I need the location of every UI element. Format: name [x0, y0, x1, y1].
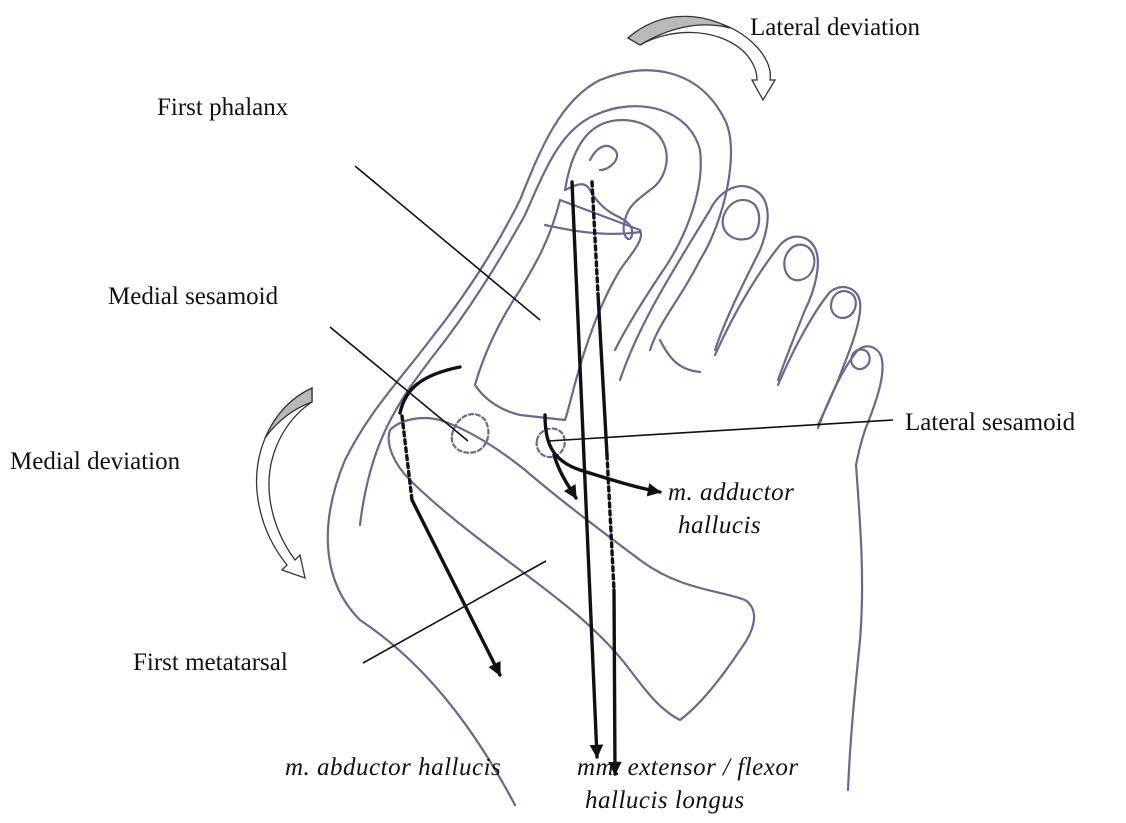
- label-adductor-line2: hallucis: [678, 513, 794, 538]
- leader-lateral-sesamoid: [548, 420, 893, 441]
- label-medial-sesamoid: Medial sesamoid: [108, 284, 278, 309]
- leader-first-phalanx: [355, 166, 540, 320]
- label-extensor-flexor: mm. extensor / flexor hallucis longus: [577, 755, 799, 813]
- label-lateral-deviation: Lateral deviation: [750, 15, 920, 40]
- toe-3: [715, 237, 818, 380]
- label-abductor-hallucis: m. abductor hallucis: [285, 755, 501, 780]
- label-first-phalanx: First phalanx: [157, 95, 288, 120]
- leader-first-metatarsal: [363, 561, 546, 663]
- label-medial-deviation: Medial deviation: [10, 449, 180, 474]
- big-toe-inner: [360, 106, 701, 525]
- toe-4-nail: [831, 291, 856, 318]
- lateral-outline: [848, 465, 862, 790]
- medial-deviation-arrow: [257, 388, 312, 578]
- abductor-arrow: [412, 500, 500, 675]
- toe-2-nail: [723, 200, 759, 240]
- toe-5-nail: [851, 349, 869, 369]
- abductor-dotted: [402, 416, 412, 500]
- phalanx-joint: [545, 225, 640, 234]
- label-lateral-sesamoid: Lateral sesamoid: [905, 410, 1075, 435]
- flexor-arrow: [614, 590, 615, 774]
- flexor-dotted-mid: [607, 455, 614, 590]
- adductor-arrow: [545, 415, 660, 492]
- flexor-solid-mid: [598, 294, 607, 455]
- label-adductor-line1: m. adductor: [668, 480, 794, 505]
- first-metatarsal-bone: [389, 418, 754, 720]
- distal-phalanx-tip: [590, 146, 617, 170]
- toe-web: [660, 340, 700, 372]
- label-adductor-hallucis: m. adductor hallucis: [668, 480, 794, 538]
- toe-4: [778, 287, 860, 425]
- toe-5: [818, 346, 883, 465]
- toe-2: [620, 186, 768, 380]
- label-extensor-flexor-line1: mm. extensor / flexor: [577, 755, 799, 780]
- label-first-metatarsal: First metatarsal: [133, 650, 288, 675]
- abductor-arc: [400, 367, 460, 413]
- toe-3-nail: [784, 245, 814, 281]
- label-extensor-flexor-line2: hallucis longus: [585, 788, 799, 813]
